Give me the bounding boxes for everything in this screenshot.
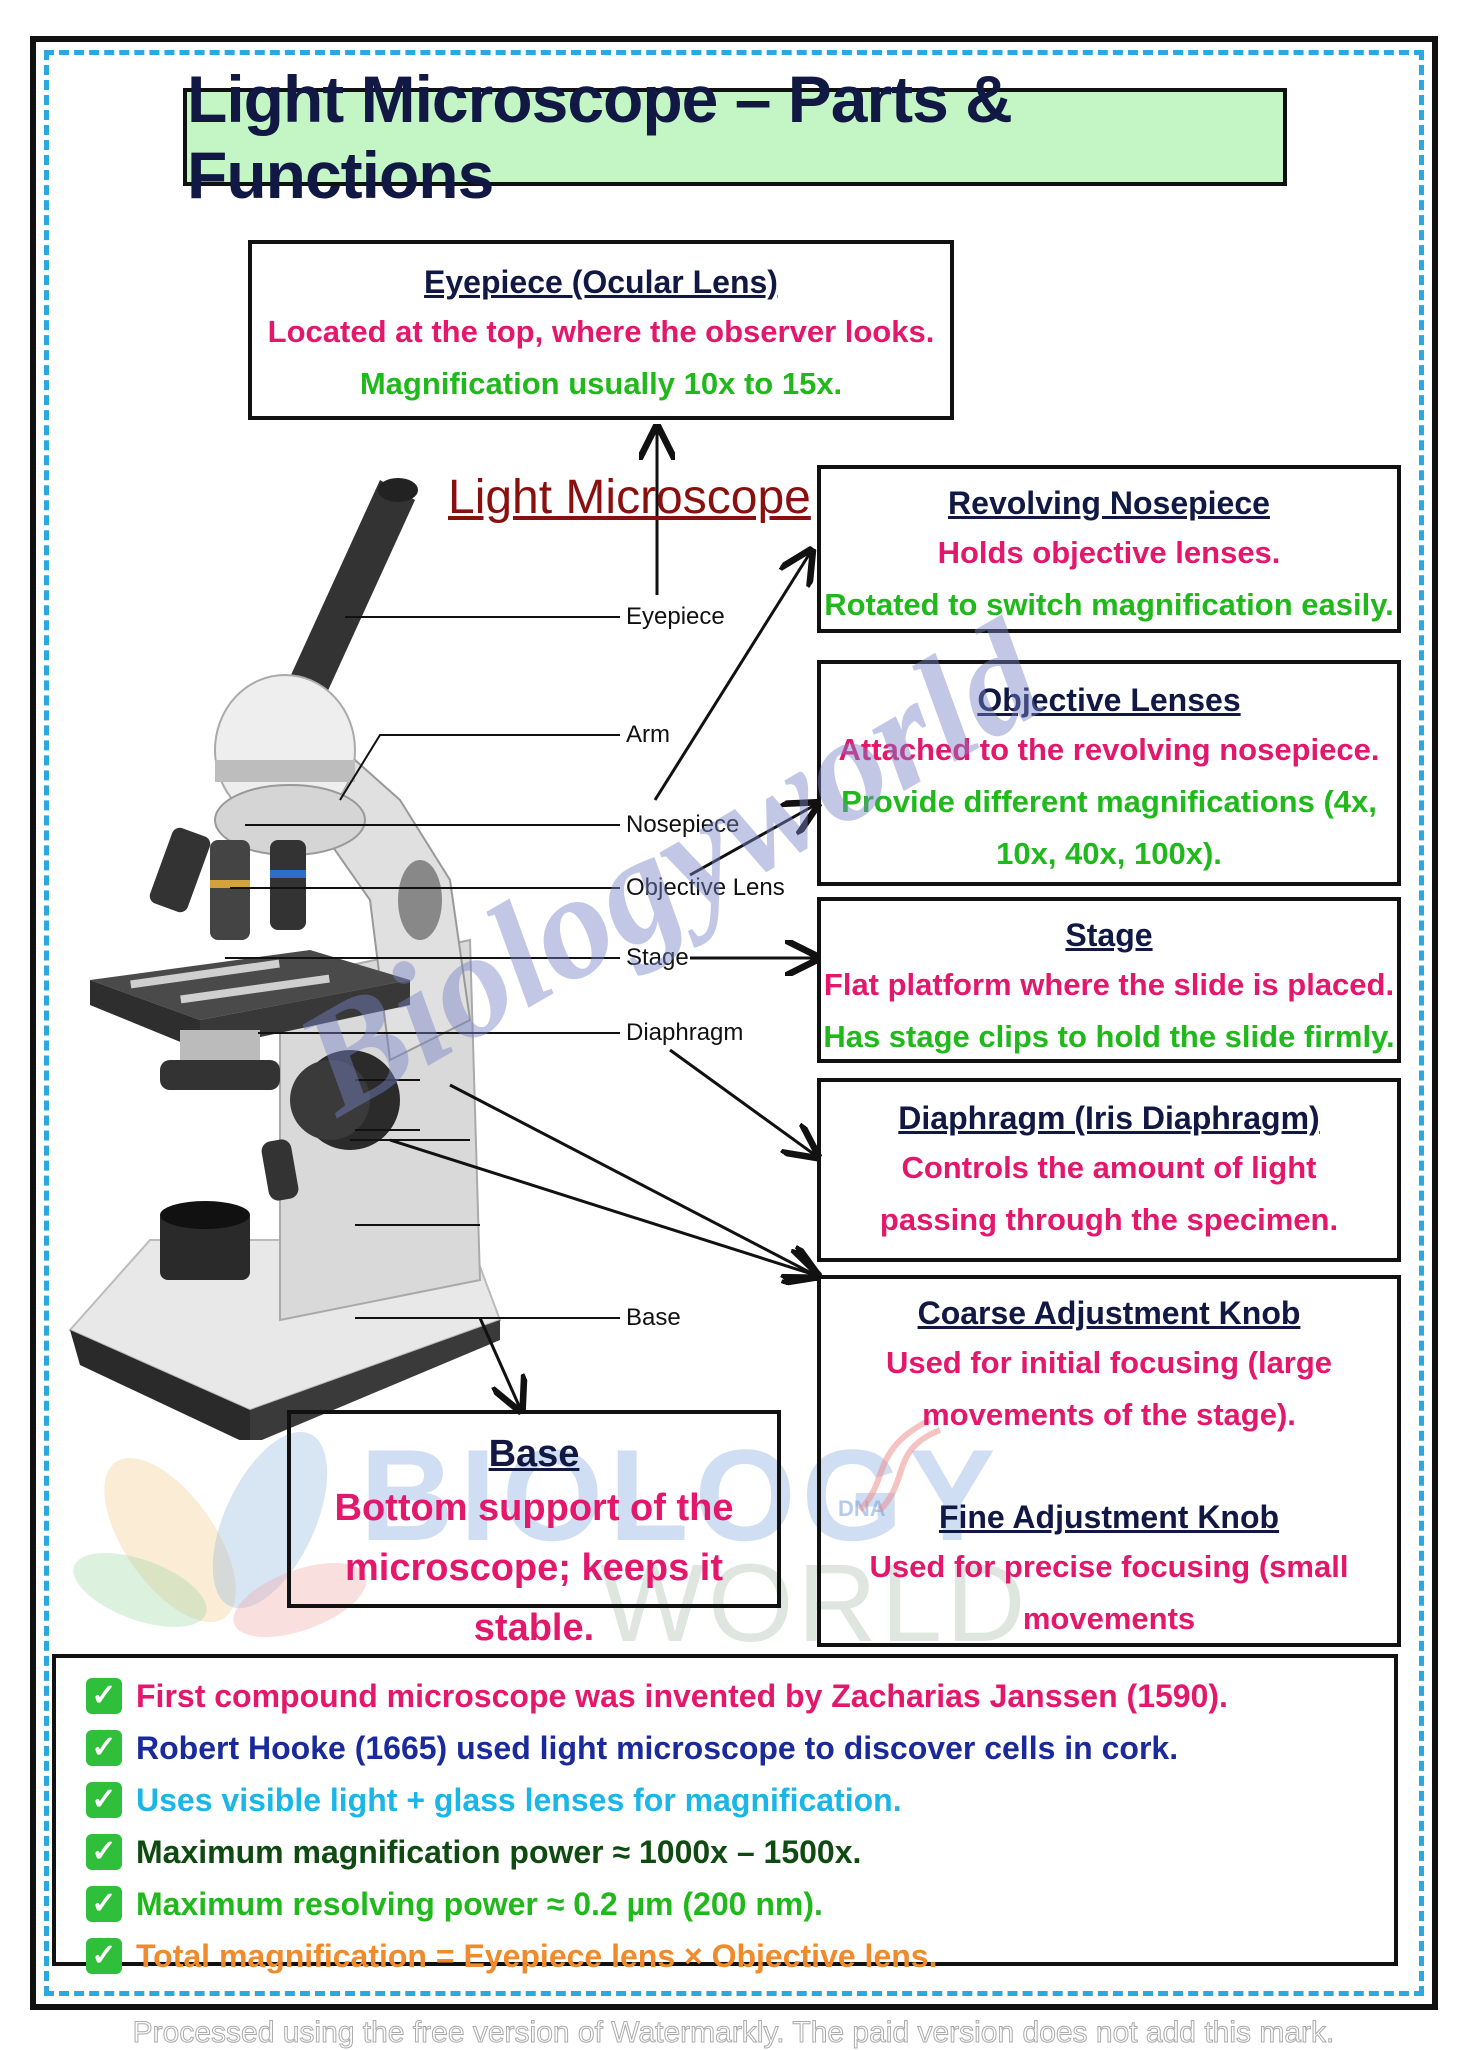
checkmark-icon: ✓ (86, 1886, 122, 1922)
label-stage: Stage (626, 944, 689, 971)
fact-text: Maximum magnification power ≈ 1000x – 15… (136, 1833, 862, 1870)
coarse-line1: Used for initial focusing (large (885, 1345, 1333, 1380)
nosepiece-line1: Holds objective lenses. (937, 535, 1281, 570)
page-title: Light Microscope – Parts & Functions (187, 62, 1013, 212)
label-diaphragm: Diaphragm (626, 1019, 744, 1046)
fact-text: Total magnification = Eyepiece lens × Ob… (136, 1937, 938, 1974)
facts-box: ✓ First compound microscope was invented… (52, 1654, 1398, 1974)
fact-item: ✓ First compound microscope was invented… (86, 1670, 1364, 1722)
fact-item: ✓ Maximum magnification power ≈ 1000x – … (86, 1826, 1364, 1878)
title-banner: Light Microscope – Parts & Functions (183, 62, 1287, 212)
stage-box: Stage Flat platform where the slide is p… (817, 897, 1401, 1063)
checkmark-icon: ✓ (86, 1678, 122, 1714)
checkmark-icon: ✓ (86, 1834, 122, 1870)
objective-line2: Provide different magnifications (4x, (841, 784, 1377, 819)
base-heading: Base (488, 1433, 580, 1475)
stage-heading: Stage (1065, 917, 1153, 953)
stage-line1: Flat platform where the slide is placed. (823, 967, 1395, 1002)
eyepiece-box: Eyepiece (Ocular Lens) Located at the to… (248, 240, 954, 420)
diagram-title: Light Microscope (448, 471, 811, 524)
inner-dashed-frame (44, 50, 1424, 1996)
eyepiece-line1: Located at the top, where the observer l… (267, 314, 935, 349)
fact-text: Maximum resolving power ≈ 0.2 µm (200 nm… (136, 1885, 823, 1922)
fact-text: Uses visible light + glass lenses for ma… (136, 1781, 902, 1818)
objective-line1: Attached to the revolving nosepiece. (838, 732, 1380, 767)
diaphragm-heading: Diaphragm (Iris Diaphragm) (898, 1100, 1320, 1136)
fine-line1: Used for precise focusing (small (869, 1549, 1349, 1584)
knobs-box: Coarse Adjustment Knob Used for initial … (817, 1275, 1401, 1647)
base-line2: microscope; keeps it stable. (344, 1547, 724, 1649)
outer-frame (30, 36, 1438, 2010)
fact-item: ✓ Total magnification = Eyepiece lens × … (86, 1930, 1364, 1982)
fact-item: ✓ Uses visible light + glass lenses for … (86, 1774, 1364, 1826)
nosepiece-box: Revolving Nosepiece Holds objective lens… (817, 465, 1401, 633)
base-line1: Bottom support of the (334, 1487, 734, 1529)
checkmark-icon: ✓ (86, 1938, 122, 1974)
coarse-heading: Coarse Adjustment Knob (917, 1295, 1301, 1331)
fine-line2: movements (1022, 1601, 1196, 1636)
label-base: Base (626, 1304, 681, 1331)
diaphragm-box: Diaphragm (Iris Diaphragm) Controls the … (817, 1078, 1401, 1262)
fact-text: First compound microscope was invented b… (136, 1677, 1228, 1714)
logo-leaves-icon (73, 1431, 367, 1637)
objective-box: Objective Lenses Attached to the revolvi… (817, 660, 1401, 886)
fact-item: ✓ Maximum resolving power ≈ 0.2 µm (200 … (86, 1878, 1364, 1930)
dna-icon (857, 1417, 942, 1513)
checkmark-icon: ✓ (86, 1782, 122, 1818)
diaphragm-line2: passing through the specimen. (879, 1202, 1339, 1237)
objective-heading: Objective Lenses (977, 682, 1241, 718)
fine-heading: Fine Adjustment Knob (938, 1499, 1280, 1535)
base-box: Base Bottom support of the microscope; k… (287, 1410, 781, 1649)
label-nosepiece: Nosepiece (626, 811, 740, 838)
objective-line3: 10x, 40x, 100x). (996, 836, 1222, 871)
fact-item: ✓ Robert Hooke (1665) used light microsc… (86, 1722, 1364, 1774)
coarse-line2: movements of the stage). (922, 1397, 1296, 1432)
eyepiece-line2: Magnification usually 10x to 15x. (359, 366, 843, 401)
watermark-notice: Processed using the free version of Wate… (132, 2016, 1335, 2050)
label-eyepiece: Eyepiece (626, 603, 725, 630)
nosepiece-heading: Revolving Nosepiece (948, 485, 1270, 521)
nosepiece-line2: Rotated to switch magnification easily. (824, 587, 1394, 622)
label-arm: Arm (626, 721, 670, 748)
stage-line2: Has stage clips to hold the slide firmly… (823, 1019, 1395, 1054)
diaphragm-line1: Controls the amount of light (901, 1150, 1317, 1185)
fact-text: Robert Hooke (1665) used light microscop… (136, 1729, 1179, 1766)
checkmark-icon: ✓ (86, 1730, 122, 1766)
eyepiece-heading: Eyepiece (Ocular Lens) (424, 264, 778, 300)
label-objective: Objective Lens (626, 874, 785, 901)
